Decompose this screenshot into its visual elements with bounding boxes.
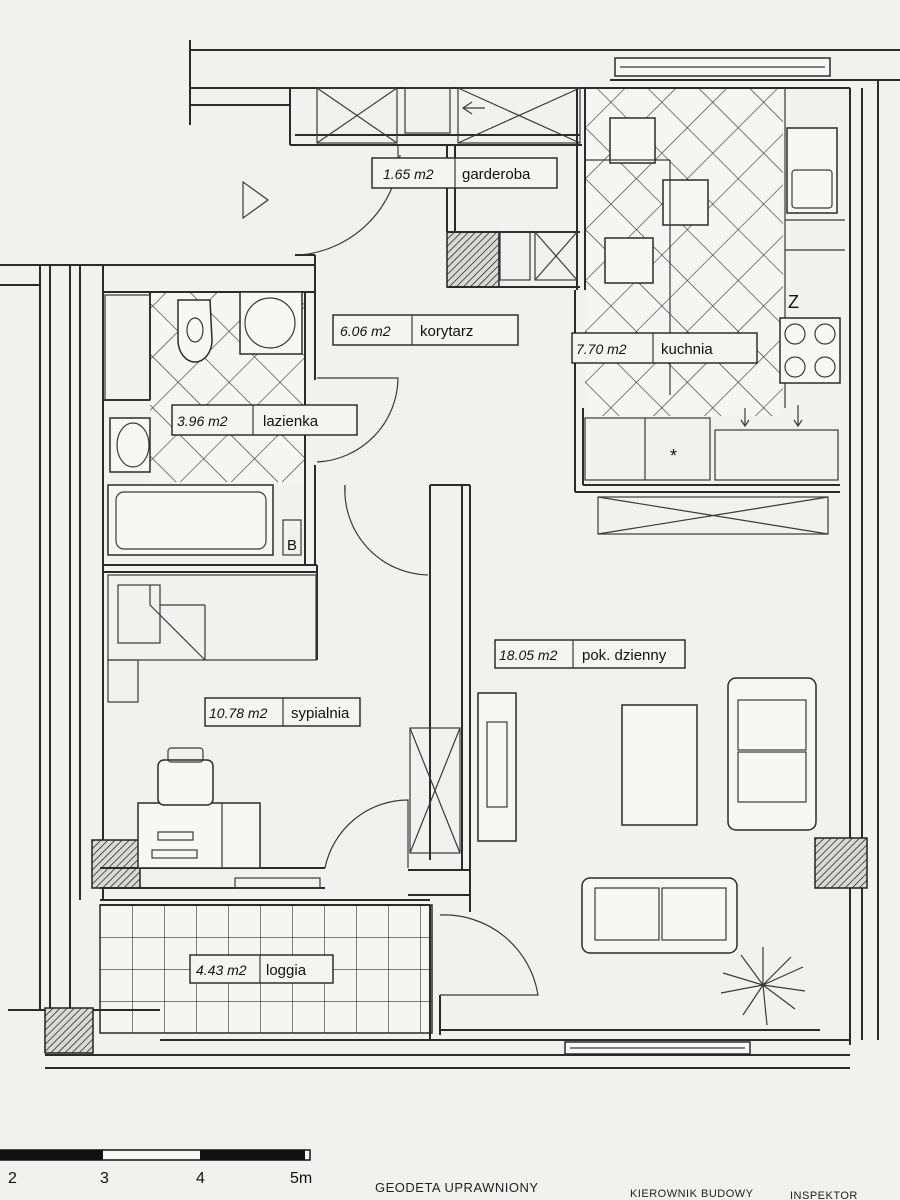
- bedroom-furniture: [137, 747, 261, 869]
- scale-bar: 2 3 4 5m: [0, 1149, 312, 1187]
- room-name: sypialnia: [291, 705, 350, 722]
- outer-walls: [0, 40, 900, 1069]
- scale-tick: 2: [8, 1170, 17, 1187]
- room-label-kuchnia: 7.70 m2 kuchnia: [571, 332, 758, 364]
- scale-tick: 4: [196, 1170, 205, 1187]
- boiler-symbol: B: [287, 537, 297, 554]
- room-area: 7.70 m2: [576, 341, 627, 357]
- room-area: 6.06 m2: [340, 323, 391, 339]
- scale-tick: 3: [100, 1170, 109, 1187]
- stove-symbol: Z: [788, 292, 799, 312]
- asterisk-symbol: *: [670, 446, 677, 466]
- room-name: lazienka: [263, 413, 319, 430]
- footer-surveyor: GEODETA UPRAWNIONY: [375, 1180, 539, 1195]
- footer-manager: KIEROWNIK BUDOWY: [630, 1188, 754, 1200]
- scale-tick: 5m: [290, 1170, 312, 1187]
- column-hatch: [44, 1007, 94, 1054]
- bathroom-fixtures: [109, 291, 303, 473]
- loggia-tiles: [99, 904, 433, 1034]
- footer-designer: INSPEKTOR: [790, 1190, 858, 1200]
- room-label-sypialnia: 10.78 m2 sypialnia: [204, 697, 361, 727]
- living-furniture: [477, 677, 817, 1026]
- room-area: 4.43 m2: [196, 962, 247, 978]
- room-label-lazienka: 3.96 m2 lazienka: [171, 404, 358, 436]
- column-hatch: [91, 839, 141, 889]
- room-name: loggia: [266, 962, 307, 979]
- room-area: 3.96 m2: [177, 413, 228, 429]
- column-hatch: [814, 837, 868, 889]
- room-name: korytarz: [420, 323, 473, 340]
- room-name: garderoba: [462, 166, 531, 183]
- room-label-garderoba: 1.65 m2 garderoba: [371, 157, 558, 189]
- column-hatch: [446, 231, 500, 288]
- room-name: pok. dzienny: [582, 647, 667, 664]
- room-label-pokoj: 18.05 m2 pok. dzienny: [494, 639, 686, 669]
- room-name: kuchnia: [661, 341, 713, 358]
- room-label-loggia: 4.43 m2 loggia: [189, 954, 334, 984]
- room-area: 18.05 m2: [499, 647, 558, 663]
- room-area: 1.65 m2: [383, 166, 434, 182]
- interior-walls: [100, 87, 845, 996]
- room-label-korytarz: 6.06 m2 korytarz: [332, 314, 519, 346]
- room-area: 10.78 m2: [209, 705, 268, 721]
